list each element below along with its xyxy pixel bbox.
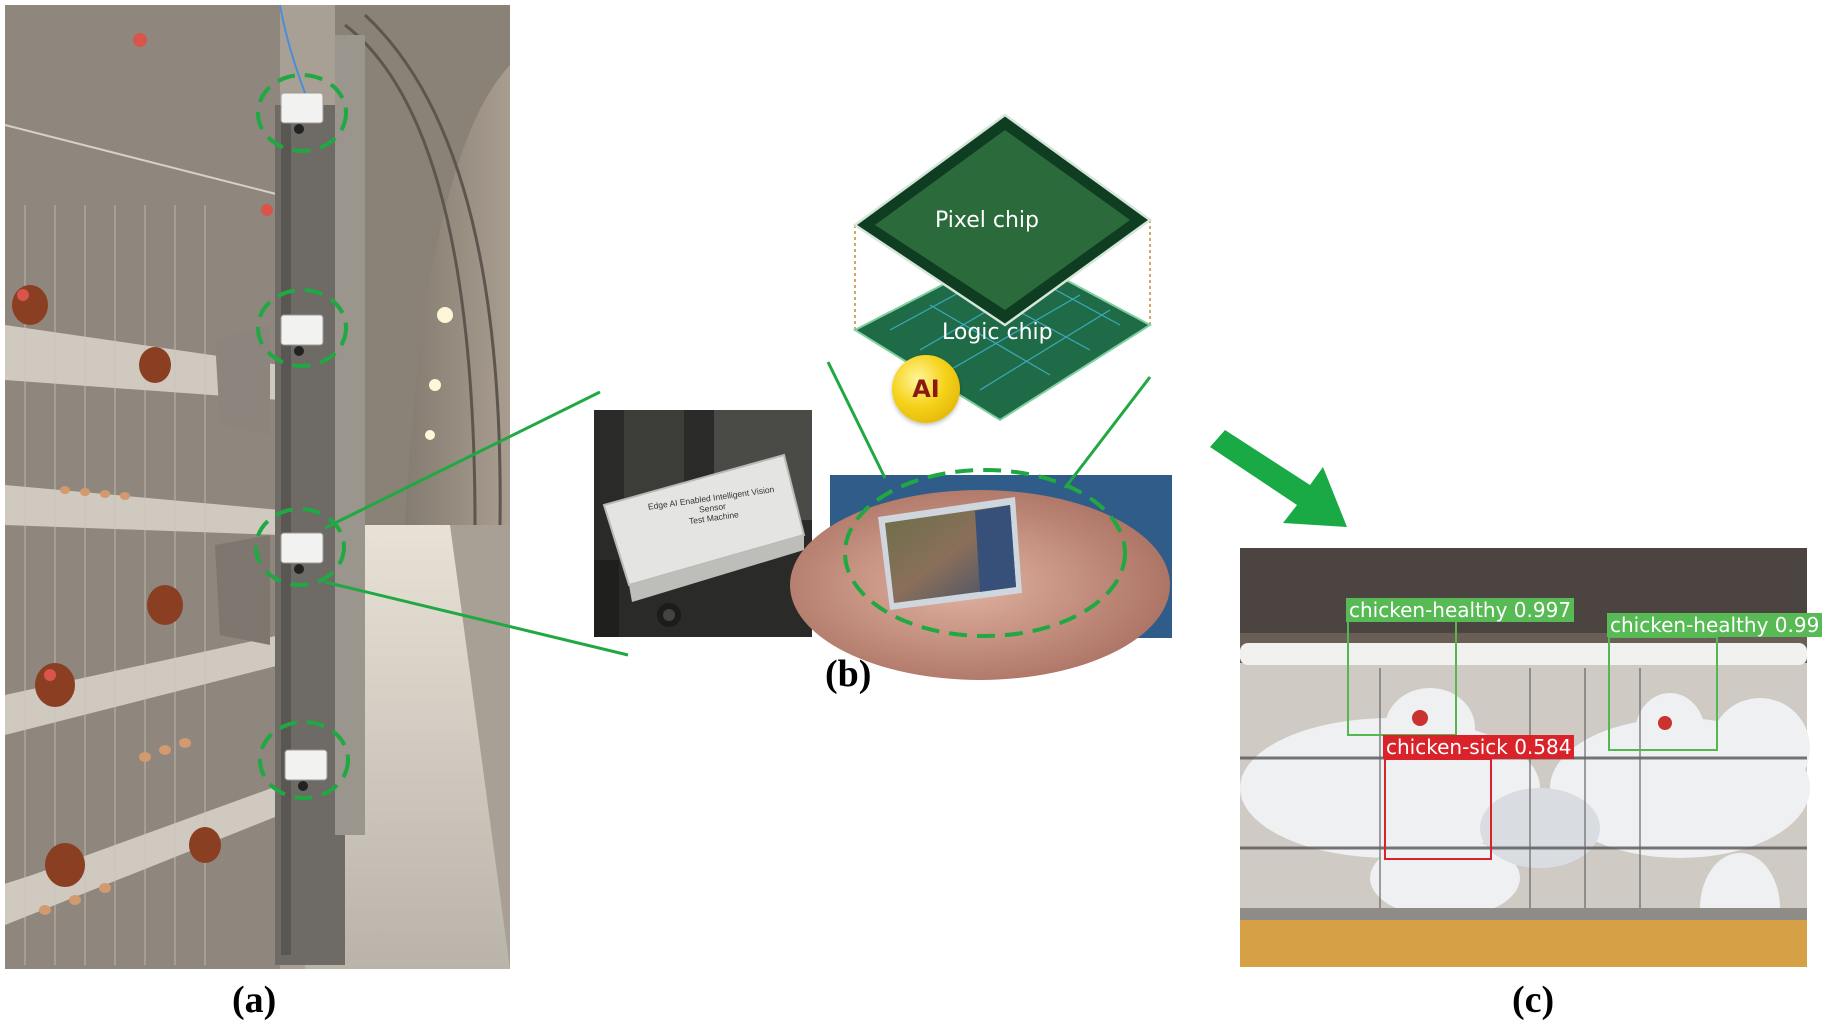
detection-label-healthy-1: chicken-healthy 0.997: [1346, 598, 1575, 622]
barn-scene: [4, 4, 510, 969]
caption-b: (b): [825, 653, 872, 695]
detection-label-sick: chicken-sick 0.584: [1383, 735, 1575, 759]
detection-label-healthy-2: chicken-healthy 0.99: [1607, 613, 1823, 637]
fingertip-scene: [790, 475, 1172, 680]
detection-box-sick: [1384, 758, 1492, 860]
barn-photo: [4, 4, 510, 969]
pixel-chip-label: Pixel chip: [935, 208, 1039, 233]
sensor-device-photo: Edge AI Enabled Intelligent Vision Senso…: [594, 410, 812, 637]
arrow-shape: [1210, 430, 1347, 527]
detection-box-healthy-2: [1608, 636, 1718, 751]
detection-box-healthy-1: [1347, 620, 1457, 736]
ai-badge: AI: [892, 355, 960, 423]
flow-arrow: [1205, 425, 1355, 535]
caption-c: (c): [1512, 979, 1555, 1021]
detection-result-photo: chicken-healthy 0.997 chicken-healthy 0.…: [1240, 548, 1823, 967]
stacked-chip-diagram: Pixel chip Logic chip AI: [850, 113, 1160, 425]
device-scene: [594, 410, 812, 637]
chip-layers: [852, 113, 1153, 422]
logic-chip-label: Logic chip: [942, 320, 1053, 345]
caption-a: (a): [232, 979, 277, 1021]
chip-on-fingertip-photo: [790, 475, 1172, 680]
